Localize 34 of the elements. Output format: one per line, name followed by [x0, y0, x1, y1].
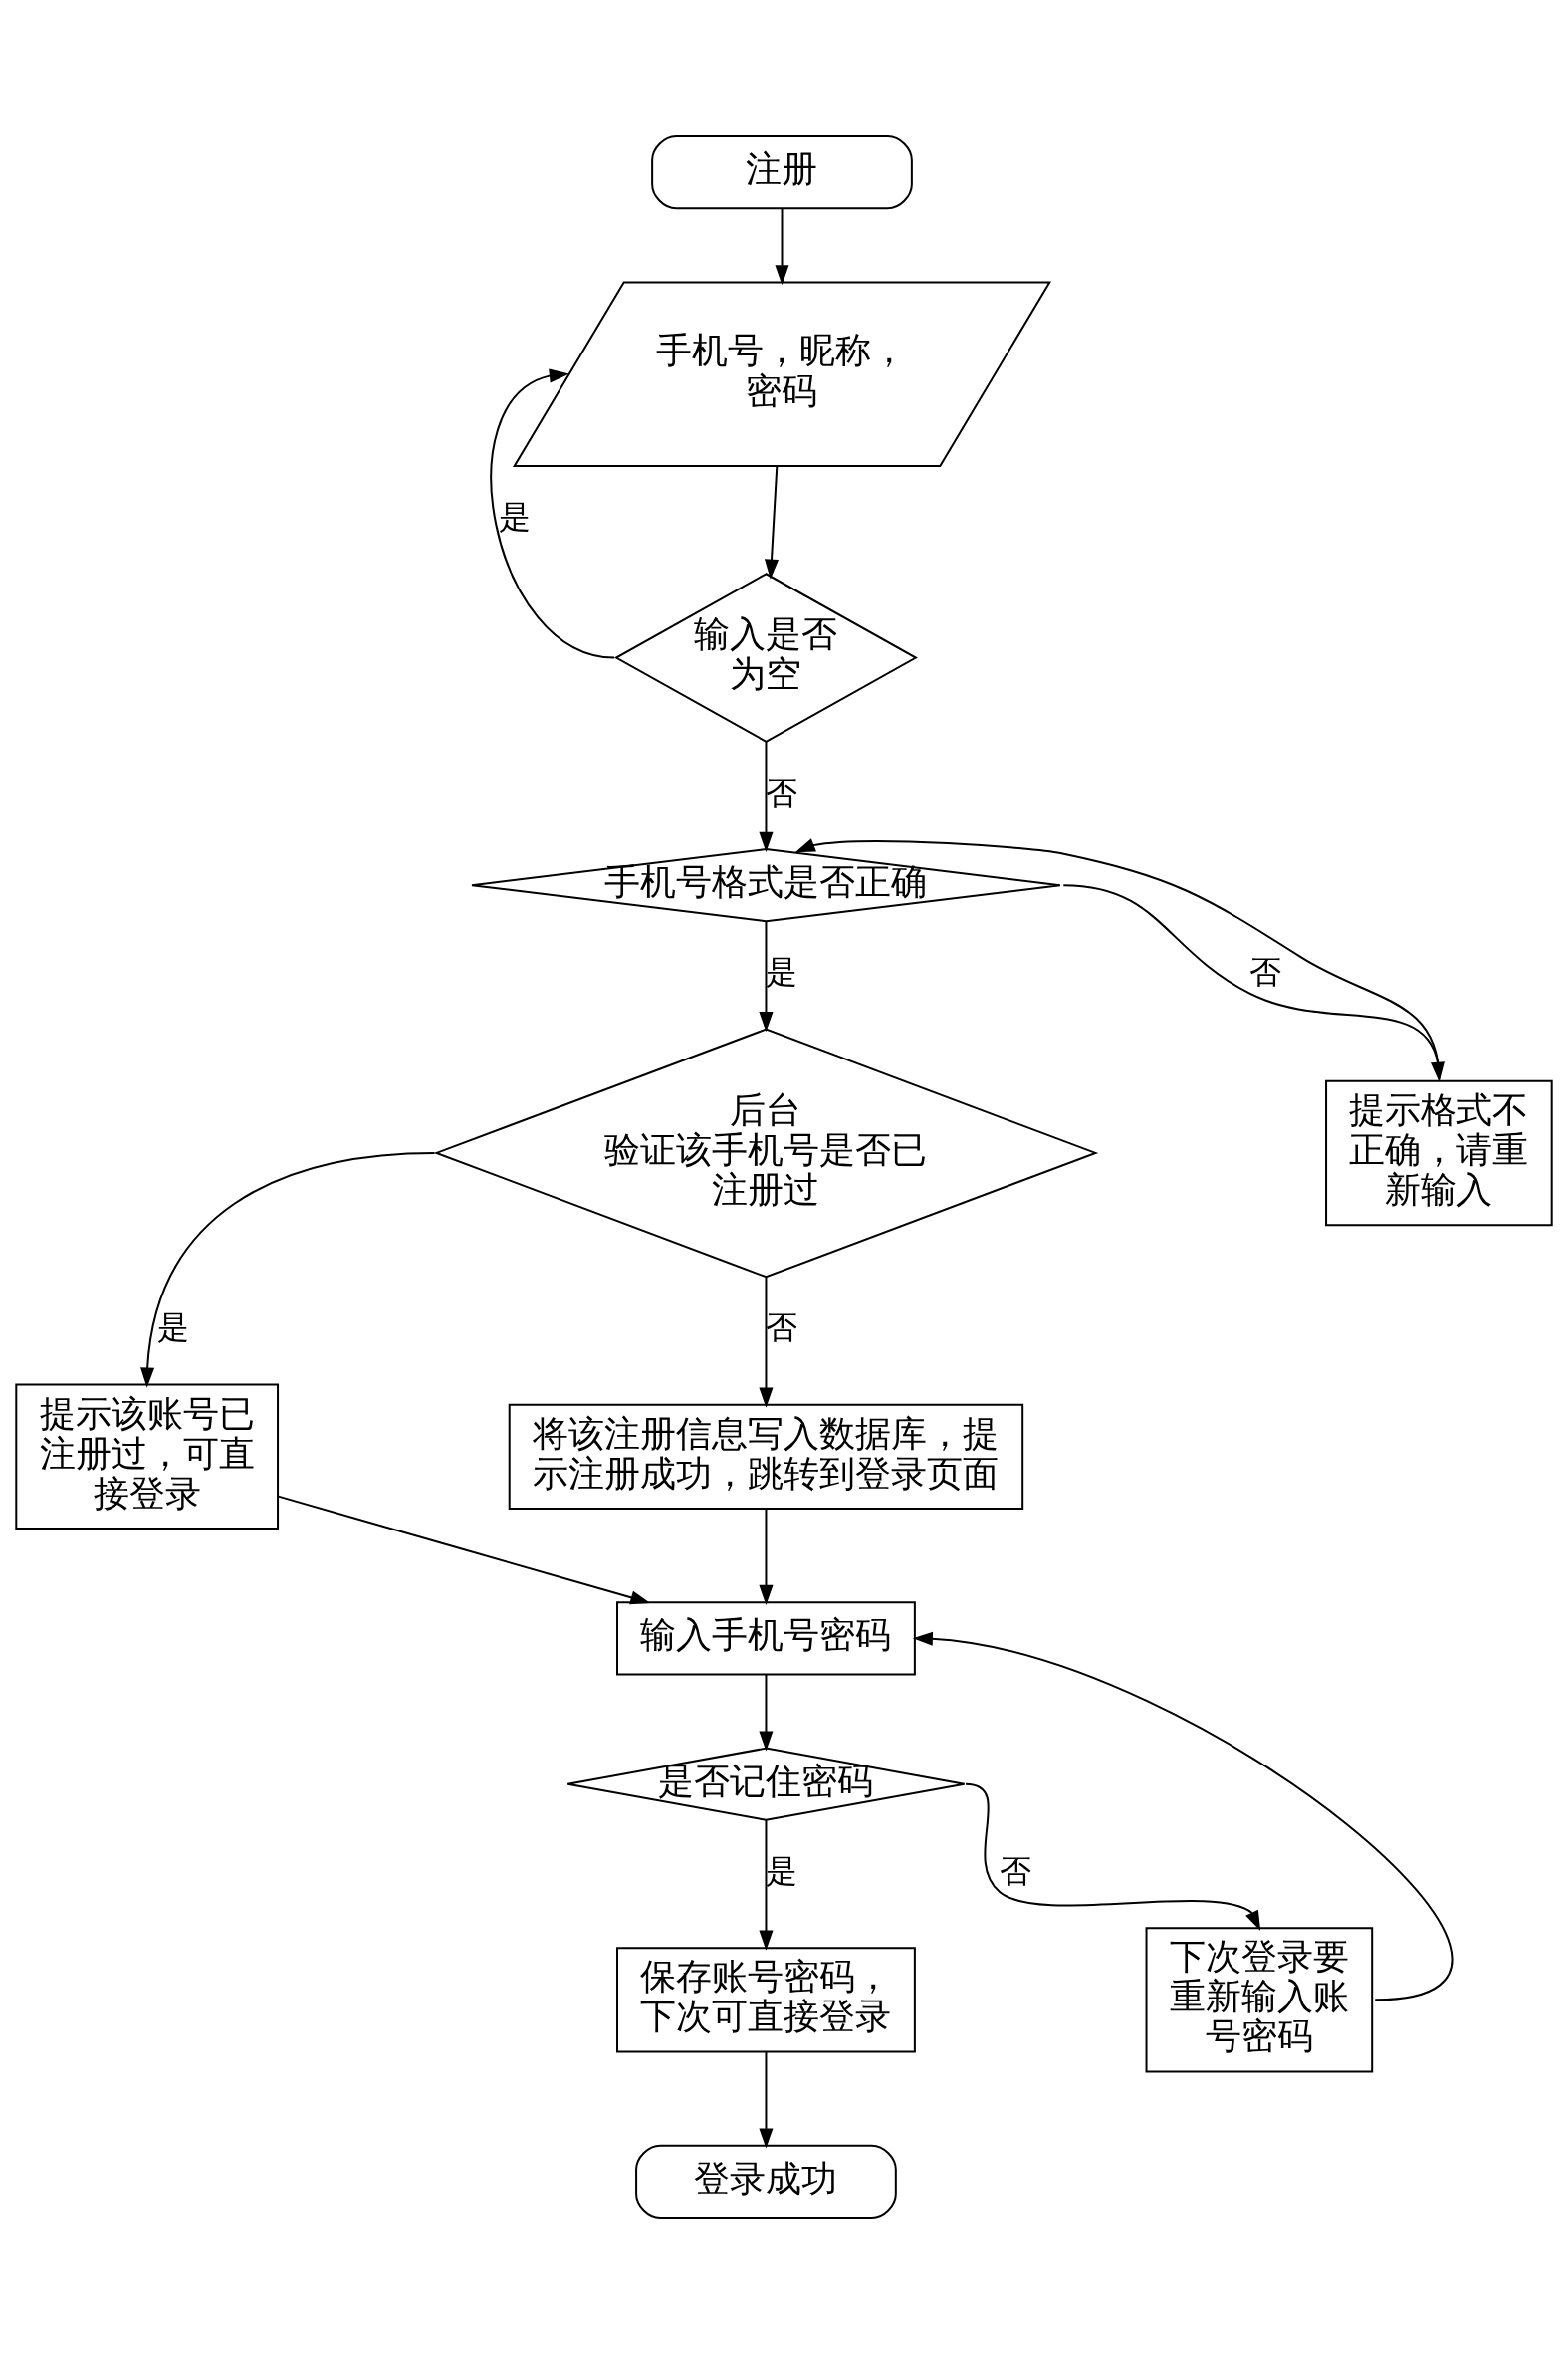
node-box: 下次登录要重新输入账号密码	[1145, 1927, 1374, 2073]
arrow	[278, 1495, 651, 1605]
edge-label: 是	[766, 953, 798, 992]
arrow	[965, 1782, 1261, 1931]
edge-label: 否	[766, 773, 798, 812]
edge-label: 是	[156, 1308, 189, 1347]
node-diamond: 是否记住密码	[566, 1747, 966, 1821]
node-box: 提示格式不正确，请重新输入	[1325, 1079, 1553, 1227]
edge-label: 否	[1000, 1851, 1032, 1890]
edge-label: 否	[766, 1308, 798, 1347]
arrow	[775, 208, 789, 286]
node-box: 将该注册信息写入数据库，提示注册成功，跳转到登录页面	[508, 1403, 1024, 1510]
node-diamond: 后台验证该手机号是否已注册过	[433, 1028, 1099, 1279]
arrow	[759, 921, 774, 1033]
edge-label: 是	[498, 497, 531, 536]
arrow	[490, 368, 615, 659]
arrow	[759, 1509, 774, 1605]
node-box: 保存账号密码，下次可直接登录	[616, 1947, 916, 2053]
node-diamond: 输入是否为空	[613, 573, 918, 743]
arrow	[759, 1819, 774, 1951]
node-box: 登录成功	[635, 2144, 897, 2219]
node-box: 提示该账号已注册过，可直接登录	[15, 1383, 280, 1530]
node-box: 输入手机号密码	[616, 1601, 916, 1676]
arrow	[794, 838, 1441, 1079]
arrow	[759, 1277, 774, 1408]
edge-label: 否	[1248, 953, 1281, 992]
arrow	[759, 1674, 774, 1752]
arrow	[759, 741, 774, 852]
arrow	[764, 466, 779, 580]
arrow	[912, 1631, 1452, 2001]
node-box: 注册	[651, 135, 913, 210]
edge-label: 是	[766, 1851, 798, 1890]
arrow	[759, 2052, 774, 2149]
arrow	[140, 1151, 435, 1388]
